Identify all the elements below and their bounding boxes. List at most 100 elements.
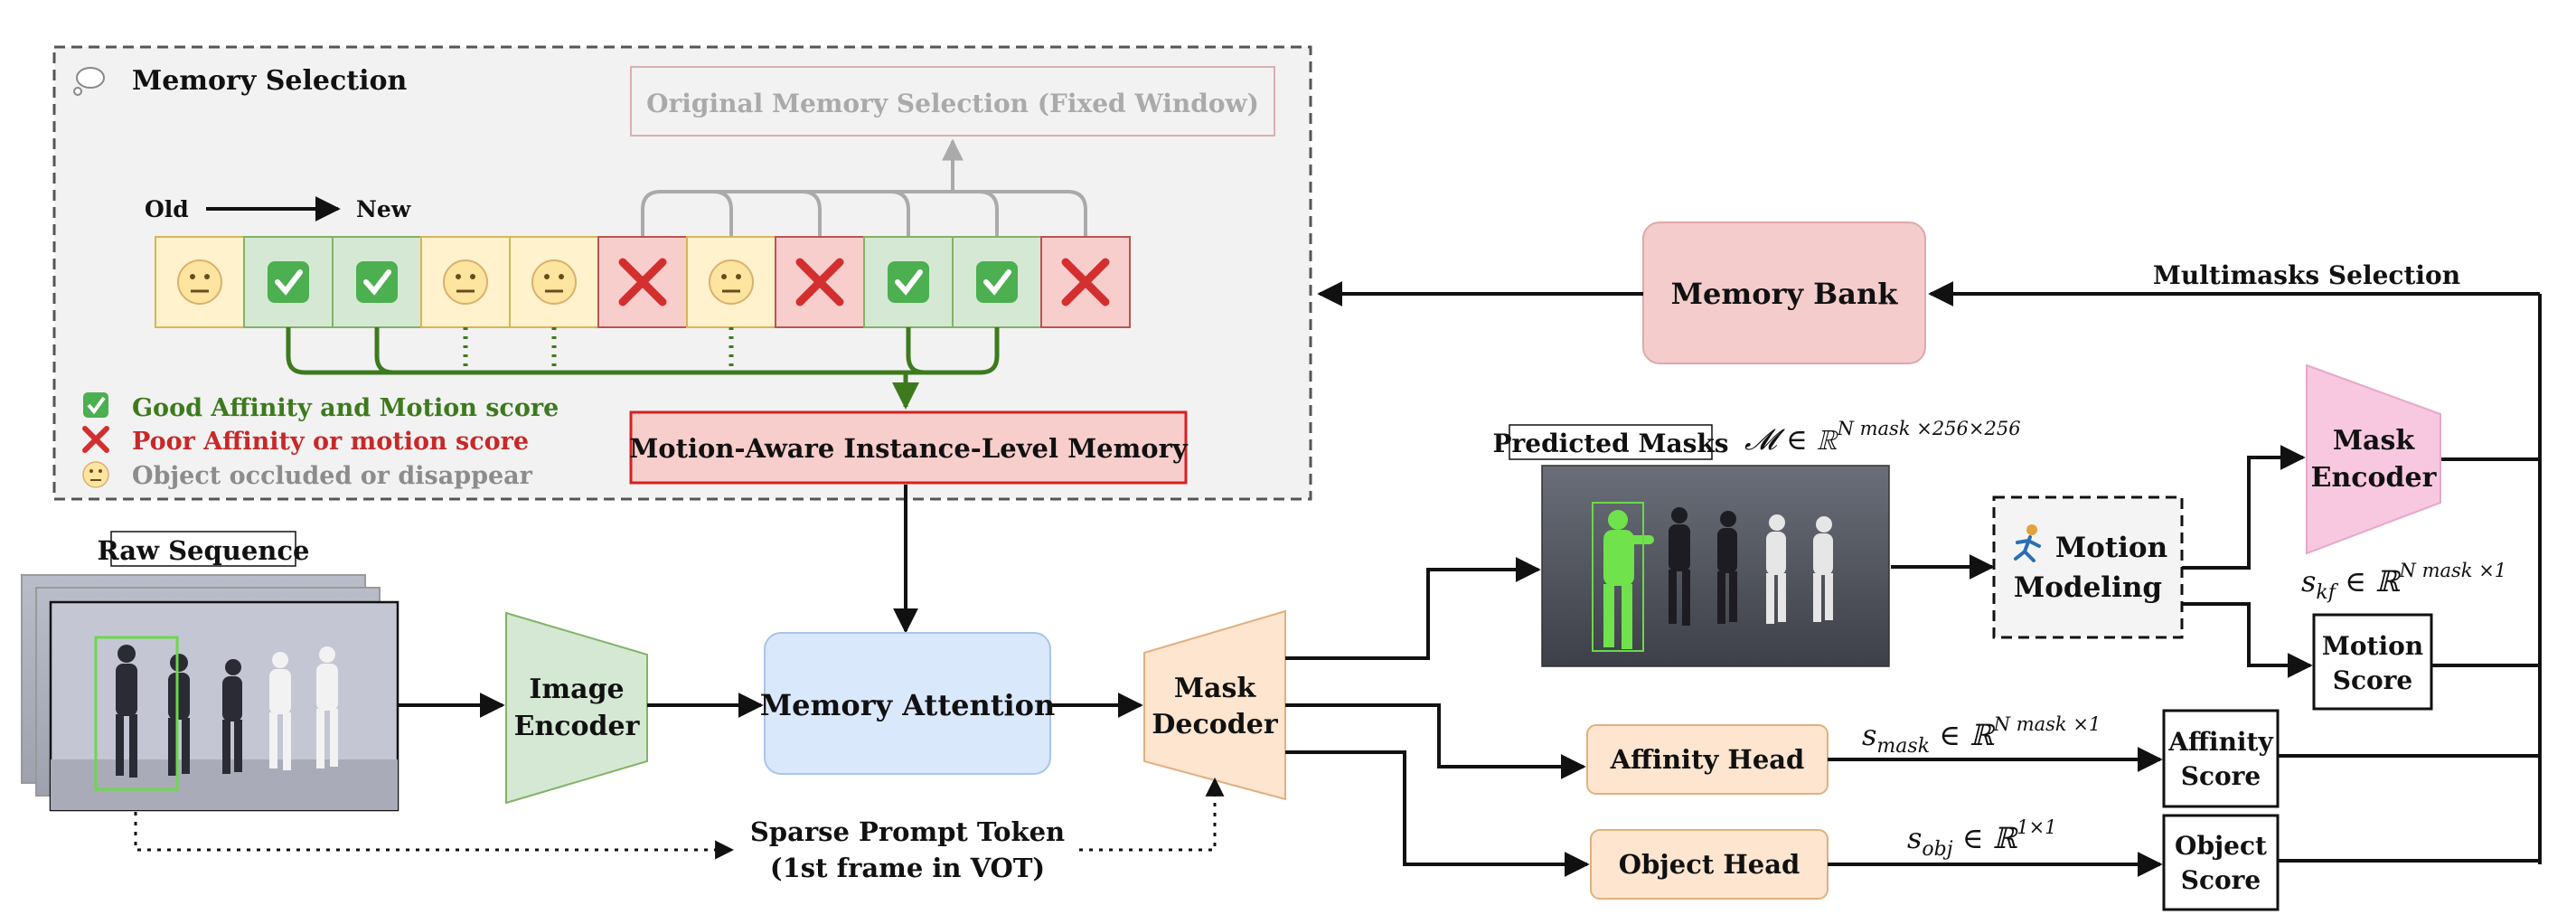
affinity-score-line2: Score <box>2181 761 2261 791</box>
motion-aware-memory-box <box>629 410 1188 485</box>
runner-icon <box>2014 524 2041 562</box>
memory-frame-check <box>952 236 1042 328</box>
motion-aware-memory-label: Motion-Aware Instance-Level Memory <box>629 433 1189 464</box>
fixed-window-connectors <box>641 138 1087 237</box>
fixed-window-tick <box>712 190 733 237</box>
fixed-window-bracket <box>641 190 1087 237</box>
image-encoder-line1: Image <box>529 674 624 705</box>
multimasks-label: Multimasks Selection <box>2153 260 2460 290</box>
memory-frames <box>155 236 1131 328</box>
decoder-to-object-arrow <box>1285 750 1590 877</box>
check-icon <box>268 261 309 303</box>
memory-selection-panel: Memory Selection Original Memory Selecti… <box>52 45 1312 501</box>
raw-sequence-image <box>49 600 400 812</box>
memory-frame-neutral <box>155 236 245 328</box>
thought-bubble-icon <box>73 67 105 96</box>
motion-to-mask-encoder-arrow <box>2182 445 2306 570</box>
selection-connectors <box>286 327 1000 410</box>
object-head: Object Head <box>1590 829 1829 900</box>
smask-formula: smask ∈ ℝN mask ×1 <box>1862 713 2101 758</box>
cross-icon <box>1061 258 1110 306</box>
new-label: New <box>356 196 412 222</box>
memory-attention-label: Memory Attention <box>760 688 1056 722</box>
object-score-box: Object Score <box>2162 814 2280 911</box>
memory-frame-cross <box>1040 236 1131 328</box>
original-memory-box <box>630 66 1275 137</box>
neutral-face-icon <box>443 259 488 305</box>
memory-frame-neutral <box>420 236 511 328</box>
raw-sequence-label-box <box>110 531 296 567</box>
legend-good-label: Good Affinity and Motion score <box>132 394 559 422</box>
raw-sequence: Raw Sequence <box>21 531 400 812</box>
mask-decoder-line1: Mask <box>1174 673 1257 704</box>
predicted-masks-formula: 𝓜 ∈ ℝN mask ×256×256 <box>1744 418 2021 457</box>
memory-selection-title: Memory Selection <box>132 65 407 97</box>
legend-occluded-label: Object occluded or disappear <box>132 462 533 490</box>
sparse-prompt-line1: Sparse Prompt Token <box>750 816 1065 847</box>
mask-encoder: Mask Encoder <box>2306 363 2441 555</box>
check-icon <box>888 261 929 303</box>
mask-encoder-line1: Mask <box>2333 425 2416 457</box>
prompt-dotted-arrow-left <box>134 812 735 860</box>
memory-frame-cross <box>597 236 688 328</box>
memory-attention: Memory Attention <box>760 632 1056 775</box>
object-score-line2: Score <box>2181 865 2261 895</box>
sparse-prompt-line2: (1st frame in VOT) <box>770 853 1045 883</box>
motion-to-motion-score-arrow <box>2182 602 2313 678</box>
predicted-masks-label: Predicted Masks <box>1492 429 1728 458</box>
selection-tick <box>374 327 394 375</box>
check-icon <box>976 261 1018 303</box>
neutral-face-icon <box>177 259 222 305</box>
decoder-to-affinity-arrow <box>1285 703 1586 779</box>
skf-formula: skf ∈ ℝN mask ×1 <box>2301 560 2506 604</box>
motion-score-line2: Score <box>2333 665 2413 695</box>
decoder-to-masks-arrow <box>1285 557 1541 660</box>
mask-encoder-line2: Encoder <box>2311 462 2438 494</box>
memory-frame-neutral <box>509 236 599 328</box>
memory-frame-check <box>243 236 334 328</box>
motion-modeling-line1: Motion <box>2055 532 2167 564</box>
neutral-face-icon <box>531 259 577 305</box>
memory-bank: Memory Bank <box>1642 222 1926 364</box>
fixed-window-tick <box>801 190 822 237</box>
memory-frame-cross <box>775 236 865 328</box>
affinity-score-box: Affinity Score <box>2162 709 2280 808</box>
affinity-head: Affinity Head <box>1586 724 1829 795</box>
predicted-masks-label-box <box>1509 424 1713 460</box>
mask-decoder: Mask Decoder <box>1143 609 1286 801</box>
old-label: Old <box>145 196 189 222</box>
object-head-label: Object Head <box>1619 849 1800 880</box>
mask-decoder-line2: Decoder <box>1152 709 1278 740</box>
affinity-head-label: Affinity Head <box>1610 744 1805 775</box>
motion-modeling: Motion Modeling <box>1992 495 2184 639</box>
cross-icon <box>618 258 667 306</box>
legend-check-icon <box>83 392 108 418</box>
image-encoder-line2: Encoder <box>514 711 641 742</box>
image-encoder: Image Encoder <box>505 611 648 805</box>
neutral-face-icon <box>709 259 754 305</box>
check-icon <box>356 261 398 303</box>
memory-frame-check <box>332 236 422 328</box>
original-memory-label: Original Memory Selection (Fixed Window) <box>646 89 1259 118</box>
cross-icon <box>795 258 844 306</box>
legend-poor-label: Poor Affinity or motion score <box>132 428 529 456</box>
memory-frame-check <box>863 236 954 328</box>
predicted-masks-image <box>1541 465 1890 667</box>
affinity-score-line1: Affinity <box>2167 727 2273 757</box>
memory-bank-label: Memory Bank <box>1671 277 1899 311</box>
motion-score-box: Motion Score <box>2312 613 2433 711</box>
fixed-window-tick <box>889 190 910 237</box>
legend: Good Affinity and Motion score Poor Affi… <box>82 392 559 490</box>
raw-sequence-label: Raw Sequence <box>97 535 309 566</box>
legend-cross-icon <box>82 426 109 453</box>
object-score-line1: Object <box>2175 831 2267 861</box>
selection-tick <box>906 327 926 375</box>
selection-bracket <box>286 327 1000 375</box>
fixed-window-tick <box>978 190 999 237</box>
legend-neutral-face-icon <box>82 461 109 488</box>
motion-score-line1: Motion <box>2322 631 2423 661</box>
motion-modeling-line2: Modeling <box>2014 571 2162 604</box>
predicted-masks: Predicted Masks 𝓜 ∈ ℝN mask ×256×256 <box>1492 418 2021 667</box>
prompt-dotted-arrow-right <box>1079 777 1225 852</box>
